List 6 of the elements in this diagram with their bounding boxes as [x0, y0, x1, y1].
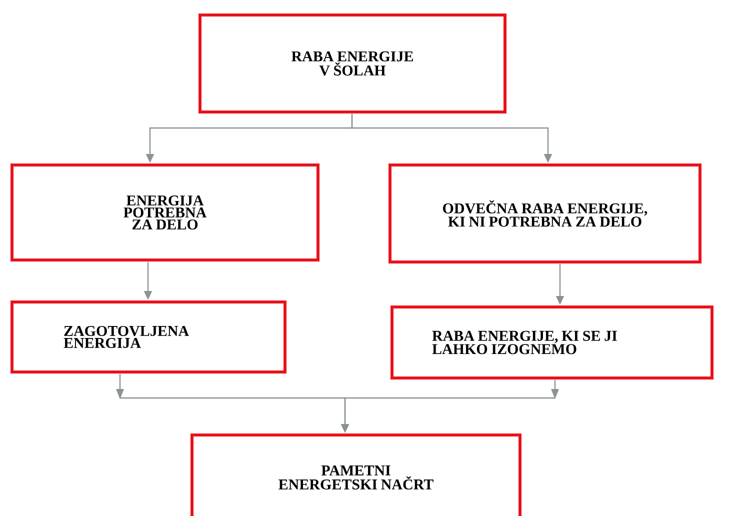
process-box: ENERGIJA POTREBNA ZA DELO — [10, 163, 320, 262]
process-box: ODVEČNA RABA ENERGIJE, KI NI POTREBNA ZA DELO — [388, 163, 702, 264]
process-box: RABA ENERGIJE V ŠOLAH — [198, 14, 506, 114]
process-box: RABA ENERGIJE, KI SE JI LAHKO IZOGNEMO — [390, 305, 714, 380]
process-box: ZAGOTOVLJENA ENERGIJA — [10, 300, 286, 374]
process-box: PAMETNI ENERGETSKI NAČRT — [190, 433, 522, 516]
